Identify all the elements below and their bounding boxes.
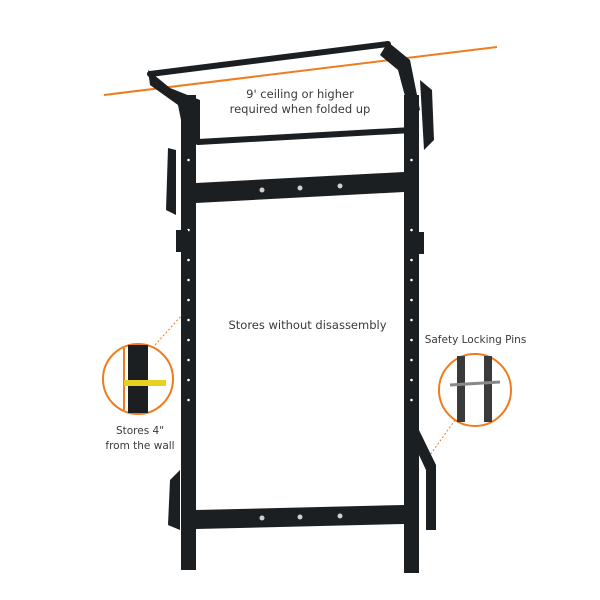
safety-pins-detail	[438, 353, 512, 427]
wall-annotation: Stores 4" from the wall	[90, 424, 190, 454]
disassembly-annotation: Stores without disassembly	[228, 318, 387, 332]
wall-callout-leader	[154, 314, 183, 346]
right-upright	[404, 95, 419, 573]
upright-holes	[187, 158, 413, 402]
ceiling-annotation: 9' ceiling or higher required when folde…	[205, 87, 395, 117]
pins-annotation: Safety Locking Pins	[424, 334, 527, 346]
safety-arm-right	[419, 430, 436, 530]
wall-annotation-line2: from the wall	[105, 440, 175, 452]
tape-measure	[124, 380, 166, 386]
wall-annotation-line1: Stores 4"	[115, 425, 165, 437]
left-upright	[181, 95, 196, 570]
ceiling-line	[103, 46, 498, 96]
ceiling-annotation-line1: 9' ceiling or higher	[246, 87, 354, 101]
ceiling-annotation-line2: required when folded up	[229, 102, 371, 116]
pins-callout-leader	[429, 419, 456, 456]
wall-distance-detail	[102, 343, 174, 415]
safety-arm-left	[168, 470, 180, 530]
